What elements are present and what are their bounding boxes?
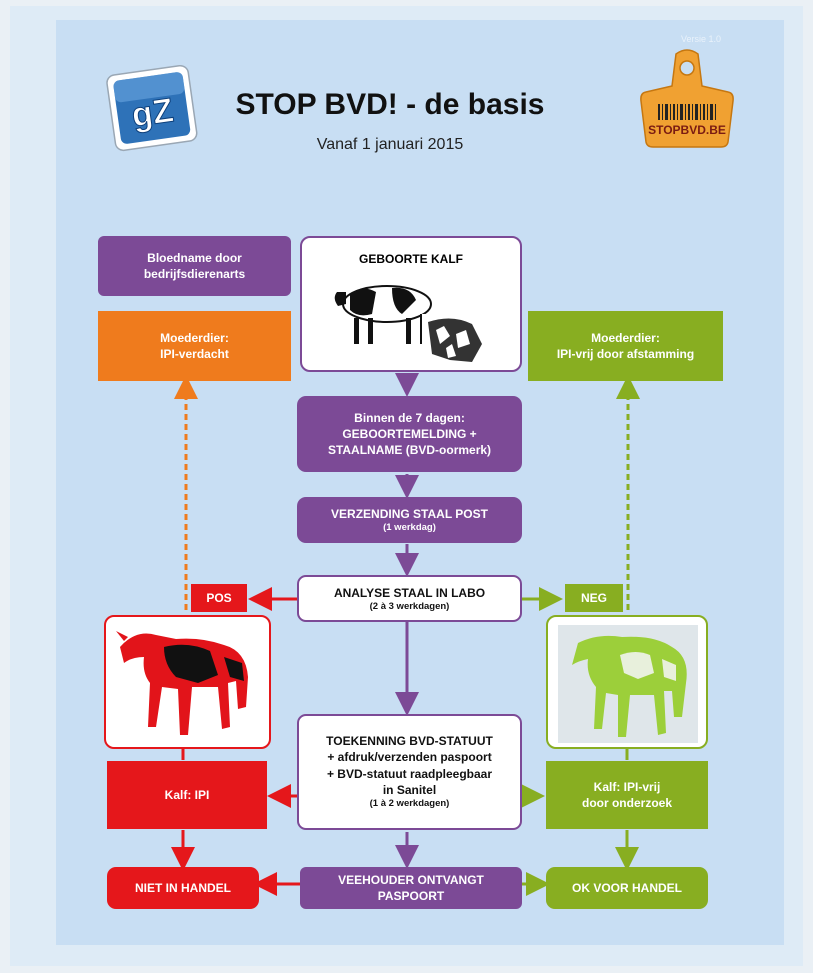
box-geboorte-kalf: GEBOORTE KALF bbox=[300, 236, 522, 372]
version-label: Versie 1.0 bbox=[681, 34, 722, 44]
box-geboorte-kalf-label: GEBOORTE KALF bbox=[359, 252, 463, 266]
photo-ipi-vrij-calf bbox=[546, 615, 708, 749]
green-calf-image bbox=[572, 635, 687, 737]
box-toekenning-line1: TOEKENNING BVD-STATUUT bbox=[326, 734, 493, 749]
box-analyse-line1: ANALYSE STAAL IN LABO bbox=[333, 586, 486, 600]
box-veehouder-line1: VEEHOUDER ONTVANGT bbox=[338, 872, 484, 887]
box-moederdier-ipi-vrij-line1: Moederdier: bbox=[591, 330, 660, 345]
stopbvd-logo-text: STOPBVD.BE bbox=[648, 123, 726, 137]
box-toekenning-line2: + afdruk/verzenden paspoort bbox=[327, 750, 492, 765]
box-toekenning-line4: in Sanitel bbox=[382, 782, 437, 797]
box-binnen-line3: STAALNAME (BVD-oormerk) bbox=[327, 443, 492, 458]
box-binnen-line2: GEBOORTEMELDING + bbox=[342, 426, 477, 441]
box-toekenning-bvd-statuut: TOEKENNING BVD-STATUUT + afdruk/verzende… bbox=[297, 714, 522, 830]
box-binnen-line1: Binnen de 7 dagen: bbox=[354, 410, 465, 425]
box-kalf-ipi-label: Kalf: IPI bbox=[164, 787, 210, 802]
badge-pos: POS bbox=[191, 584, 247, 612]
box-analyse-staal: ANALYSE STAAL IN LABO (2 à 3 werkdagen) bbox=[297, 575, 522, 622]
page-subtitle: Vanaf 1 januari 2015 bbox=[316, 136, 464, 153]
stopbvd-eartag-logo: STOPBVD.BE bbox=[640, 49, 734, 148]
box-bloedname: Bloedname door bedrijfsdierenarts bbox=[98, 236, 291, 296]
box-binnen-7-dagen: Binnen de 7 dagen: GEBOORTEMELDING + STA… bbox=[297, 396, 522, 472]
box-verzending-line1: VERZENDING STAAL POST bbox=[331, 506, 488, 521]
box-niet-in-handel-label: NIET IN HANDEL bbox=[135, 880, 231, 895]
box-toekenning-line3: + BVD-statuut raadpleegbaar bbox=[326, 766, 493, 781]
box-moederdier-ipi-verdacht: Moederdier: IPI-verdacht bbox=[98, 311, 291, 381]
box-veehouder-ontvangt: VEEHOUDER ONTVANGT PASPOORT bbox=[300, 867, 522, 909]
box-kalf-ipi-vrij: Kalf: IPI-vrij door onderzoek bbox=[546, 761, 708, 829]
box-ok-voor-handel-label: OK VOOR HANDEL bbox=[571, 880, 682, 895]
gz-logo: gZ bbox=[106, 64, 198, 152]
red-calf-image bbox=[116, 631, 248, 735]
box-verzending-line2: (1 werkdag) bbox=[383, 521, 436, 533]
page-title: STOP BVD! - de basis bbox=[235, 88, 545, 121]
box-moederdier-ipi-verdacht-line1: Moederdier: bbox=[160, 330, 229, 345]
badge-pos-label: POS bbox=[206, 590, 232, 605]
cow-with-calf-image bbox=[334, 285, 490, 364]
box-moederdier-ipi-vrij: Moederdier: IPI-vrij door afstamming bbox=[528, 311, 723, 381]
box-toekenning-line5: (1 à 2 werkdagen) bbox=[369, 797, 450, 809]
badge-neg-label: NEG bbox=[580, 590, 607, 605]
box-ok-voor-handel: OK VOOR HANDEL bbox=[546, 867, 708, 909]
box-niet-in-handel: NIET IN HANDEL bbox=[107, 867, 259, 909]
gz-logo-text: gZ bbox=[129, 91, 175, 134]
box-bloedname-label: Bloedname door bedrijfsdierenarts bbox=[143, 250, 246, 281]
box-moederdier-ipi-vrij-line2: IPI-vrij door afstamming bbox=[556, 347, 695, 361]
box-kalf-ipi-vrij-line1: Kalf: IPI-vrij bbox=[593, 779, 661, 794]
box-analyse-line2: (2 à 3 werkdagen) bbox=[369, 601, 450, 613]
box-kalf-ipi-vrij-line2: door onderzoek bbox=[581, 796, 672, 810]
box-verzending-staal: VERZENDING STAAL POST (1 werkdag) bbox=[297, 497, 522, 543]
box-kalf-ipi: Kalf: IPI bbox=[107, 761, 267, 829]
photo-ipi-calf bbox=[104, 615, 271, 749]
box-moederdier-ipi-verdacht-line2: IPI-verdacht bbox=[160, 347, 229, 361]
badge-neg: NEG bbox=[565, 584, 623, 612]
box-veehouder-line2: PASPOORT bbox=[377, 889, 445, 903]
